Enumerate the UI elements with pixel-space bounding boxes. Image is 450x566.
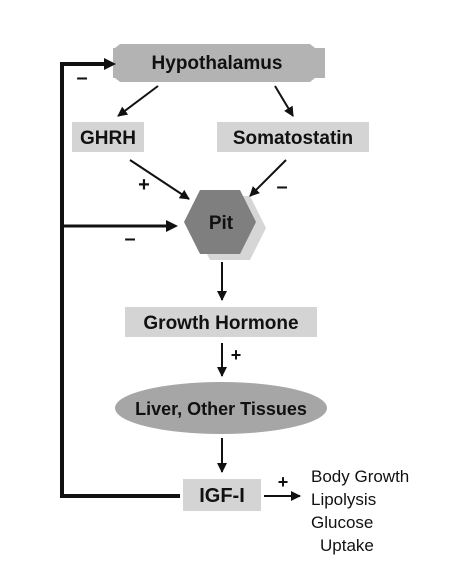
somatostatin-box <box>217 122 369 152</box>
sign-feedback-pit: – <box>124 228 135 250</box>
liver-ellipse <box>115 382 327 434</box>
liver-node: Liver, Other Tissues <box>115 382 327 434</box>
feedback-loop-hypothalamus-arrowhead <box>104 58 116 70</box>
sign-ghrh-to-pit: + <box>138 174 150 196</box>
effect-lipolysis: Lipolysis <box>311 490 376 509</box>
hypothalamus-label: Hypothalamus <box>152 53 283 74</box>
arrow-ghrh-to-pit <box>129 159 190 200</box>
sign-feedback-hypothalamus: – <box>76 67 87 89</box>
sign-gh-to-liver: + <box>231 345 242 365</box>
pit-front-hexagon <box>184 190 256 254</box>
ghrh-node: GHRH <box>72 122 144 152</box>
effect-body-growth: Body Growth <box>311 467 409 486</box>
effect-glucose: Glucose <box>311 513 373 532</box>
pit-label: Pit <box>209 213 234 234</box>
igf-label: IGF-I <box>199 485 245 507</box>
arrow-hypothalamus-to-somatostatin <box>274 85 294 117</box>
sign-igf-to-effects: + <box>278 472 289 492</box>
hypothalamus-node: Hypothalamus <box>113 44 325 82</box>
ghrh-box <box>72 122 144 152</box>
feedback-loop-line <box>60 62 180 498</box>
growth-hormone-node: Growth Hormone <box>125 307 317 337</box>
sign-somatostatin-to-pit: – <box>276 176 287 198</box>
somatostatin-node: Somatostatin <box>217 122 369 152</box>
hypothalamus-shape <box>113 44 325 82</box>
igf-box <box>183 479 261 511</box>
growth-hormone-box <box>125 307 317 337</box>
feedback-to-pit-arrowhead <box>166 220 178 232</box>
pituitary-node: Pit <box>184 190 266 260</box>
liver-label: Liver, Other Tissues <box>135 399 307 419</box>
arrow-hypothalamus-to-ghrh <box>117 85 159 117</box>
somatostatin-label: Somatostatin <box>233 128 353 149</box>
igf-node: IGF-I <box>183 479 261 511</box>
arrow-somatostatin-to-pit <box>249 159 287 197</box>
growth-hormone-label: Growth Hormone <box>143 313 298 334</box>
effect-uptake: Uptake <box>320 536 374 555</box>
ghrh-label: GHRH <box>80 128 136 149</box>
